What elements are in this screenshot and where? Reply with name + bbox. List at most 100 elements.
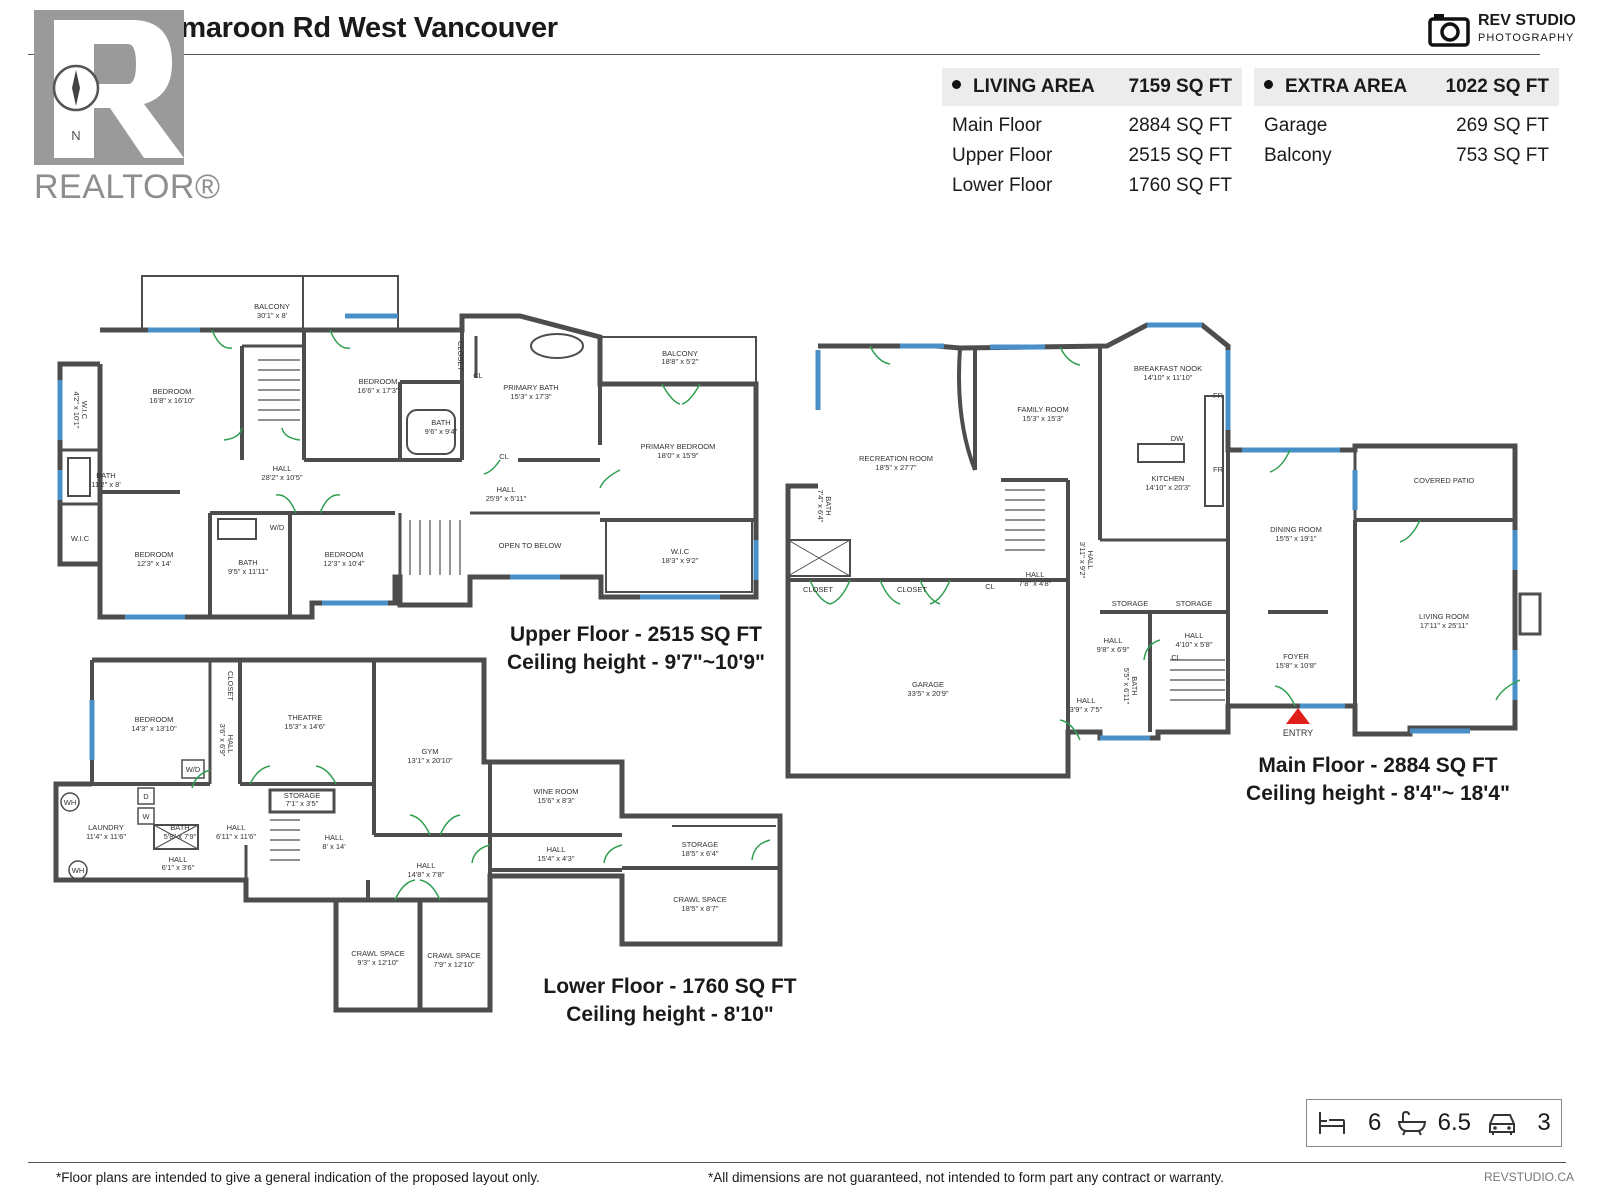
room-dim: 18'5" x 8'7" — [682, 904, 719, 913]
room-label: STORAGE — [682, 840, 719, 849]
room-dim: 3'11" x 9'2" — [1078, 542, 1087, 579]
brand-sub: PHOTOGRAPHY — [1478, 32, 1575, 44]
room-label: CL — [473, 371, 483, 380]
room-label: HALL — [227, 823, 246, 832]
room-label: WINE ROOM — [534, 787, 579, 796]
room-dim: 16'6" x 17'3" — [357, 386, 398, 395]
room-dim: 8' x 14' — [322, 842, 346, 851]
room-label: STORAGE — [284, 791, 321, 800]
property-stats: 6 6.5 3 — [1306, 1099, 1562, 1147]
room-dim: 7'1" x 3'5" — [286, 799, 319, 808]
room-label: BEDROOM — [153, 387, 192, 396]
garage-stat: 3 — [1476, 1100, 1561, 1146]
room-label: HALL — [417, 861, 436, 870]
room-label: CL — [985, 582, 995, 591]
floor-ceiling: Ceiling height - 8'4"~ 18'4" — [1246, 782, 1510, 805]
appliance-label: W/D — [186, 765, 201, 774]
room-label: BEDROOM — [325, 550, 364, 559]
room-dim: 15'3" x 15'3" — [1022, 414, 1063, 423]
room-label: BEDROOM — [135, 550, 174, 559]
room-label: CLOSET — [897, 585, 927, 594]
room-dim: 15'8" x 10'8" — [1275, 661, 1316, 670]
room-label: FOYER — [1283, 652, 1309, 661]
room-label: KITCHEN — [1152, 474, 1185, 483]
room-label: HALL — [226, 735, 235, 754]
room-dim: 18'8" x 5'2" — [662, 357, 699, 366]
main-floor-plan — [785, 322, 1542, 779]
extra-area-label: EXTRA AREA — [1285, 76, 1408, 97]
area-value: 2515 SQ FT — [1128, 145, 1233, 166]
room-dim: 17'11" x 25'11" — [1420, 621, 1469, 630]
entry-arrow-icon — [1286, 708, 1310, 724]
room-dim: 4'2" x 10'1" — [72, 392, 81, 429]
footer-disclaimer-left: *Floor plans are intended to give a gene… — [56, 1170, 540, 1185]
room-label: BALCONY — [662, 349, 698, 358]
room-dim: 11'2" x 8' — [91, 480, 121, 489]
room-dim: 15'3" x 14'6" — [284, 722, 325, 731]
bathrooms-stat: 6.5 — [1392, 1100, 1477, 1146]
room-label: HALL — [1077, 696, 1096, 705]
room-dim: 18'0" x 15'9" — [657, 451, 698, 460]
room-label: BREAKFAST NOOK — [1134, 364, 1202, 373]
room-label: STORAGE — [1112, 599, 1149, 608]
room-dim: 11'4" x 11'6" — [86, 832, 126, 841]
room-dim: 18'3" x 9'2" — [662, 556, 699, 565]
floor-title: Main Floor - 2884 SQ FT — [1258, 754, 1498, 777]
room-label: LAUNDRY — [88, 823, 124, 832]
realtor-wordmark: REALTOR® — [34, 168, 221, 206]
room-dim: 7'8" x 4'8" — [1019, 579, 1052, 588]
room-dim: 9'6" x 9'4" — [425, 427, 458, 436]
appliance-label: FR — [1213, 391, 1224, 400]
room-label: BATH — [96, 471, 115, 480]
footer-disclaimer-middle: *All dimensions are not guaranteed, not … — [708, 1170, 1225, 1185]
room-label: CLOSET — [803, 585, 833, 594]
main-floor-caption: Main Floor - 2884 SQ FT Ceiling height -… — [1228, 752, 1528, 808]
room-dim: 33'5" x 20'9" — [907, 689, 948, 698]
room-label: HALL — [1026, 570, 1045, 579]
room-label: HALL — [325, 833, 344, 842]
room-dim: 16'8" x 16'10" — [149, 396, 195, 405]
footer-website: REVSTUDIO.CA — [1484, 1170, 1575, 1184]
appliance-label: WH — [64, 798, 77, 807]
bed-icon — [1319, 1112, 1346, 1134]
room-label: HALL — [547, 845, 566, 854]
window-marks — [57, 313, 1518, 760]
title-divider — [28, 54, 1540, 55]
room-label: CRAWL SPACE — [673, 895, 726, 904]
area-value: 269 SQ FT — [1456, 115, 1549, 136]
bathrooms-count: 6.5 — [1437, 1109, 1471, 1136]
floor-title: Upper Floor - 2515 SQ FT — [509, 623, 763, 646]
room-label: CLOSET — [456, 341, 465, 371]
appliance-label: WH — [72, 866, 85, 875]
room-dim: 14'3" x 13'10" — [131, 724, 177, 733]
room-dim: 15'5" x 19'1" — [1275, 534, 1316, 543]
extra-area-total: 1022 SQ FT — [1445, 76, 1550, 97]
room-label: HALL — [1086, 551, 1095, 570]
room-dim: 15'4" x 4'3" — [538, 854, 575, 863]
room-label: BALCONY — [254, 302, 290, 311]
room-label: BEDROOM — [135, 715, 174, 724]
room-dim: 14'10" x 11'10" — [1144, 373, 1193, 382]
room-label: OPEN TO BELOW — [499, 541, 563, 550]
room-dim: 15'3" x 17'3" — [510, 392, 551, 401]
room-label: CL — [1171, 653, 1181, 662]
room-dim: 9'8" x 6'9" — [1097, 645, 1130, 654]
compass-north-label: N — [71, 128, 80, 143]
area-name: Upper Floor — [952, 145, 1053, 166]
brand-name: REV STUDIO — [1478, 12, 1576, 29]
room-dim: 6'1" x 3'6" — [162, 863, 195, 872]
room-label: BEDROOM — [359, 377, 398, 386]
room-dim: 28'2" x 10'5" — [261, 473, 302, 482]
room-label: CLOSET — [226, 671, 235, 701]
area-value: 2884 SQ FT — [1128, 115, 1233, 136]
entry-label: ENTRY — [1283, 728, 1313, 738]
room-label: BATH — [170, 823, 189, 832]
living-area-header: LIVING AREA 7159 SQ FT — [942, 68, 1242, 106]
room-dim: 18'5" x 6'4" — [682, 849, 719, 858]
bedrooms-stat: 6 — [1307, 1100, 1392, 1146]
appliance-label: D — [143, 792, 149, 801]
